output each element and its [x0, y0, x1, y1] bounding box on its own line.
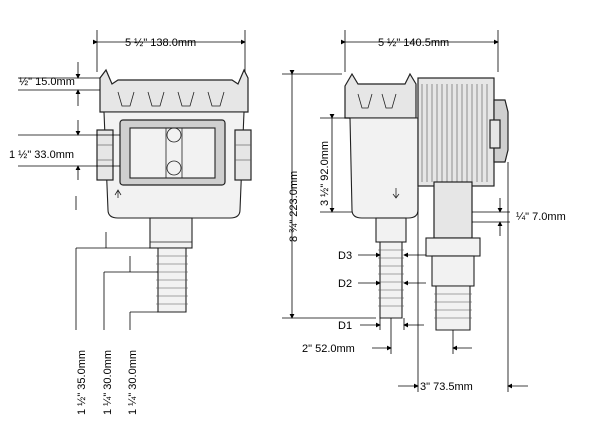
depth-label: 3" 73.5mm — [420, 381, 473, 393]
total-height-label: 8 ¾" 223.0mm — [288, 171, 300, 242]
bowl-height-label: 3 ½" 92.0mm — [319, 141, 331, 206]
d2-label: D2 — [338, 278, 352, 290]
hose-dim-1: 1 ½" 35.0mm — [76, 350, 88, 415]
side-view — [344, 72, 509, 331]
front-dimensions: 5 ½" 138.0mm ½" 15.0mm 1 ½" 33.0mm 1 ½" … — [9, 30, 246, 415]
side-barb-ridges — [378, 249, 404, 307]
side-dimensions: 5 ½" 140.5mm 8 ¾" 223.0mm 3 ½" 92.0mm ¼"… — [282, 30, 566, 393]
front-view — [96, 68, 252, 313]
front-width-label: 5 ½" 138.0mm — [125, 37, 196, 49]
offset-label: ¼" 7.0mm — [516, 211, 566, 223]
outlet-offset-label: 2" 52.0mm — [302, 343, 355, 355]
side-width-label: 5 ½" 140.5mm — [378, 37, 449, 49]
d1-label: D1 — [338, 320, 352, 332]
filter-mesh — [421, 84, 488, 182]
hose-dim-2: 1 ¼" 30.0mm — [102, 350, 114, 415]
bracket-height-label: 1 ½" 33.0mm — [9, 149, 74, 161]
hose-barb-ridges — [156, 255, 188, 305]
lid-notches — [117, 91, 225, 107]
d3-label: D3 — [338, 250, 352, 262]
lid-height-label: ½" 15.0mm — [19, 76, 75, 88]
hose-dim-3: 1 ¼" 30.0mm — [127, 350, 139, 415]
